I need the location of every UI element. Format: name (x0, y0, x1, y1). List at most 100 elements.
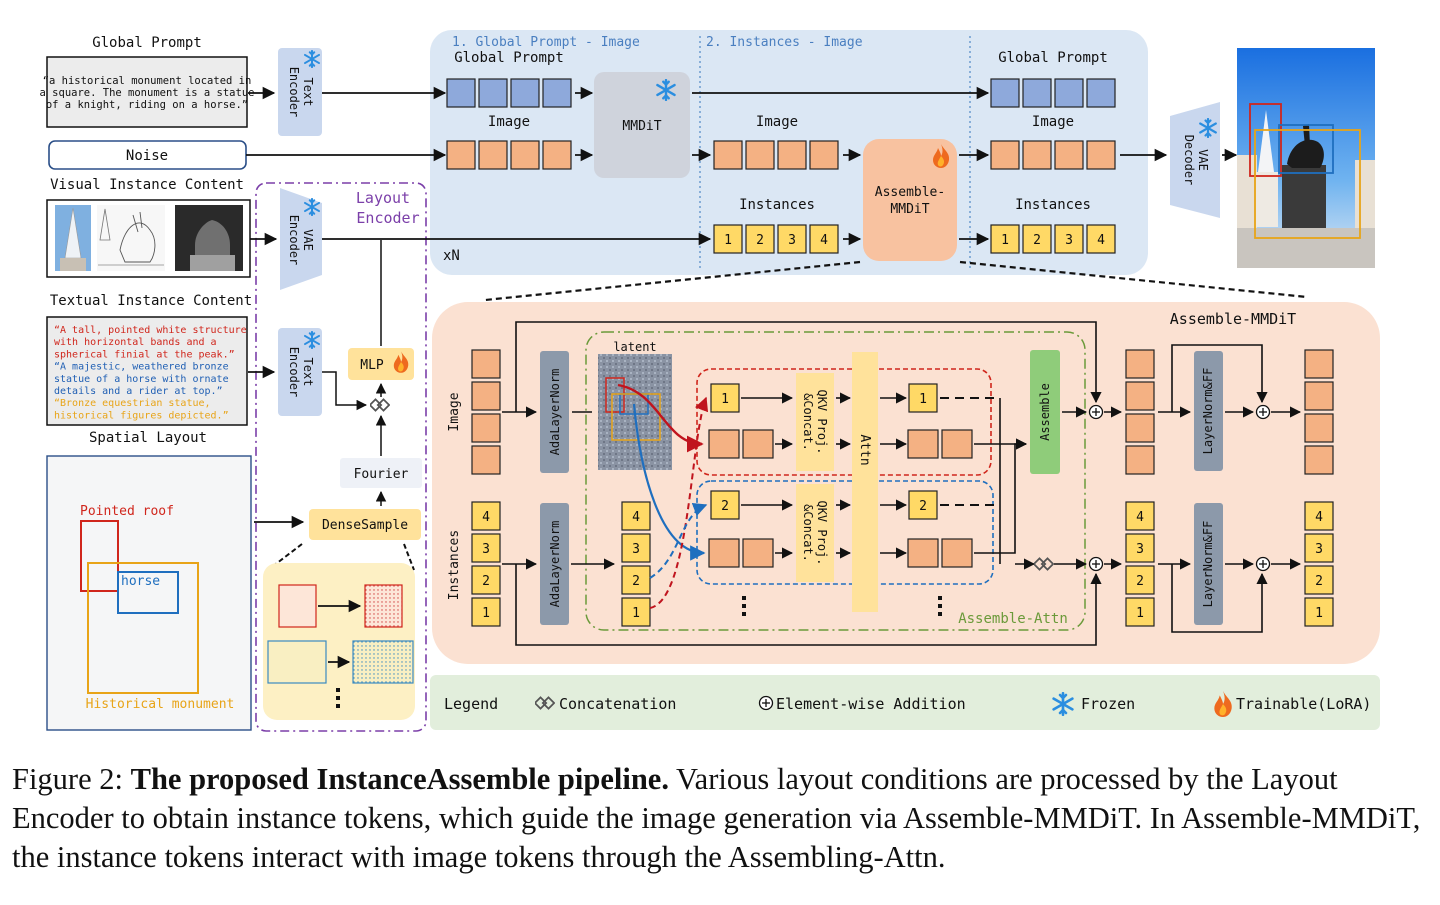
image-token (471, 413, 501, 443)
image-token (1304, 381, 1334, 411)
prompt-token (990, 78, 1020, 108)
image-token (471, 349, 501, 379)
image-token (941, 538, 973, 568)
assemble-attn-label: Assemble-Attn (958, 611, 1068, 627)
image-token (990, 140, 1020, 170)
instance-token (1054, 224, 1084, 254)
qkv-blue: QKV Proj. &Concat. (796, 484, 834, 582)
image-token (809, 140, 839, 170)
layout-encoder-region (255, 182, 427, 732)
instance-token-label: 2 (1315, 574, 1323, 589)
image-token (742, 538, 774, 568)
textual-instance-line: statue of a horse with ornate (54, 374, 229, 385)
image-token (941, 429, 973, 459)
svg-text:Assemble-: Assemble- (875, 185, 945, 200)
horse-bbox (117, 571, 179, 614)
legend-add: Element-wise Addition (776, 695, 966, 713)
image-token (471, 445, 501, 475)
textual-instance-title: Textual Instance Content (50, 293, 252, 309)
textual-instance-line: “A tall, pointed white structure (54, 325, 247, 336)
assemble-block: Assemble (1030, 350, 1060, 474)
instance-token-label: 2 (1136, 574, 1144, 589)
dense-sample-block: DenseSample (309, 509, 421, 540)
textual-instance-line: with horizontal bands and a (54, 337, 217, 348)
caption-text: Various layout conditions are processed … (12, 762, 1421, 874)
legend-concat: Concatenation (559, 695, 676, 713)
global-prompt-title: Global Prompt (92, 35, 202, 51)
instance-token (471, 597, 501, 627)
instance-token (1304, 533, 1334, 563)
image-row-label-1: Image (488, 114, 530, 130)
visual-instance-title: Visual Instance Content (50, 177, 244, 193)
instance-token-label: 2 (919, 499, 927, 514)
instance-token-label: 1 (482, 606, 490, 621)
image-token (510, 140, 540, 170)
instance-token-label: 3 (1315, 542, 1323, 557)
image-token (1304, 445, 1334, 475)
instance-token-label: 2 (721, 499, 729, 514)
instance-token-label: 1 (1315, 606, 1323, 621)
image-token (1125, 413, 1155, 443)
instance-token-label: 2 (482, 574, 490, 589)
figure-caption: Figure 2: The proposed InstanceAssemble … (12, 760, 1432, 877)
adaln-instances: AdaLayerNorm (540, 503, 569, 625)
instance-token (710, 490, 740, 520)
tower-thumbnail (55, 205, 91, 271)
image-token (1125, 445, 1155, 475)
vae-decoder: VAE Decoder (1170, 102, 1220, 218)
legend-title: Legend (444, 695, 498, 713)
layout-concat-icon (370, 398, 390, 412)
legend-frozen: Frozen (1081, 695, 1135, 713)
image-row-label-3: Image (1032, 114, 1074, 130)
instance-token (471, 533, 501, 563)
textual-instance-line: “Bronze equestrian statue, (54, 398, 211, 409)
instance-token-label: 3 (482, 542, 490, 557)
prompt-token (510, 78, 540, 108)
svg-text:&Concat.: &Concat. (801, 393, 815, 451)
image-token (542, 140, 572, 170)
instance-token (1304, 501, 1334, 531)
svg-text:VAE: VAE (1196, 149, 1210, 171)
textual-instance-box (46, 316, 248, 426)
textual-instance-line: historical figures depicted.” (54, 410, 229, 421)
depth-thumbnail (175, 205, 243, 271)
roof-bbox (80, 520, 119, 592)
noise-label: Noise (126, 148, 168, 164)
prompt-token (478, 78, 508, 108)
global-prompt-box (46, 56, 248, 128)
instance-token-label: 1 (1136, 606, 1144, 621)
generated-image (1237, 48, 1375, 268)
instance-token (1086, 224, 1116, 254)
layout-encoder-label-2: Encoder (356, 209, 419, 227)
layernorm-ff-bottom: LayerNorm&FF (1194, 503, 1223, 625)
xn-label: xN (443, 248, 460, 264)
instance-token (1125, 565, 1155, 595)
instance-token-label: 2 (1033, 233, 1041, 248)
instance-token-label: 3 (1065, 233, 1073, 248)
svg-text:&Concat.: &Concat. (801, 504, 815, 562)
svg-text:LayerNorm&FF: LayerNorm&FF (1201, 368, 1215, 455)
image-token (745, 140, 775, 170)
caption-label: Figure 2: (12, 762, 123, 796)
assemble-mmdit-panel (432, 302, 1380, 664)
layernorm-ff-top: LayerNorm&FF (1194, 351, 1223, 471)
red-attn-group (696, 368, 992, 476)
instance-token (1125, 533, 1155, 563)
instances-row-label-1: Instances (739, 197, 815, 213)
svg-text:Assemble: Assemble (1038, 383, 1052, 441)
image-token (478, 140, 508, 170)
sketch-thumbnail (97, 205, 165, 271)
ellipsis-dots (742, 596, 942, 616)
prompt-token (446, 78, 476, 108)
instance-token (1304, 597, 1334, 627)
instance-token-label: 3 (788, 233, 796, 248)
instance-token (745, 224, 775, 254)
image-token (1304, 413, 1334, 443)
pipeline-diagram: 1. Global Prompt - Image 2. Instances - … (40, 30, 1380, 732)
qkv-red: QKV Proj. &Concat. (796, 373, 834, 471)
mmdit-block: MMDiT (594, 72, 690, 178)
text-encoder-instances: Text Encoder (278, 328, 322, 416)
instance-token-label: 1 (721, 392, 729, 407)
textual-instance-line: “A majestic, weathered bronze (54, 362, 229, 373)
svg-text:Encoder: Encoder (287, 67, 301, 118)
